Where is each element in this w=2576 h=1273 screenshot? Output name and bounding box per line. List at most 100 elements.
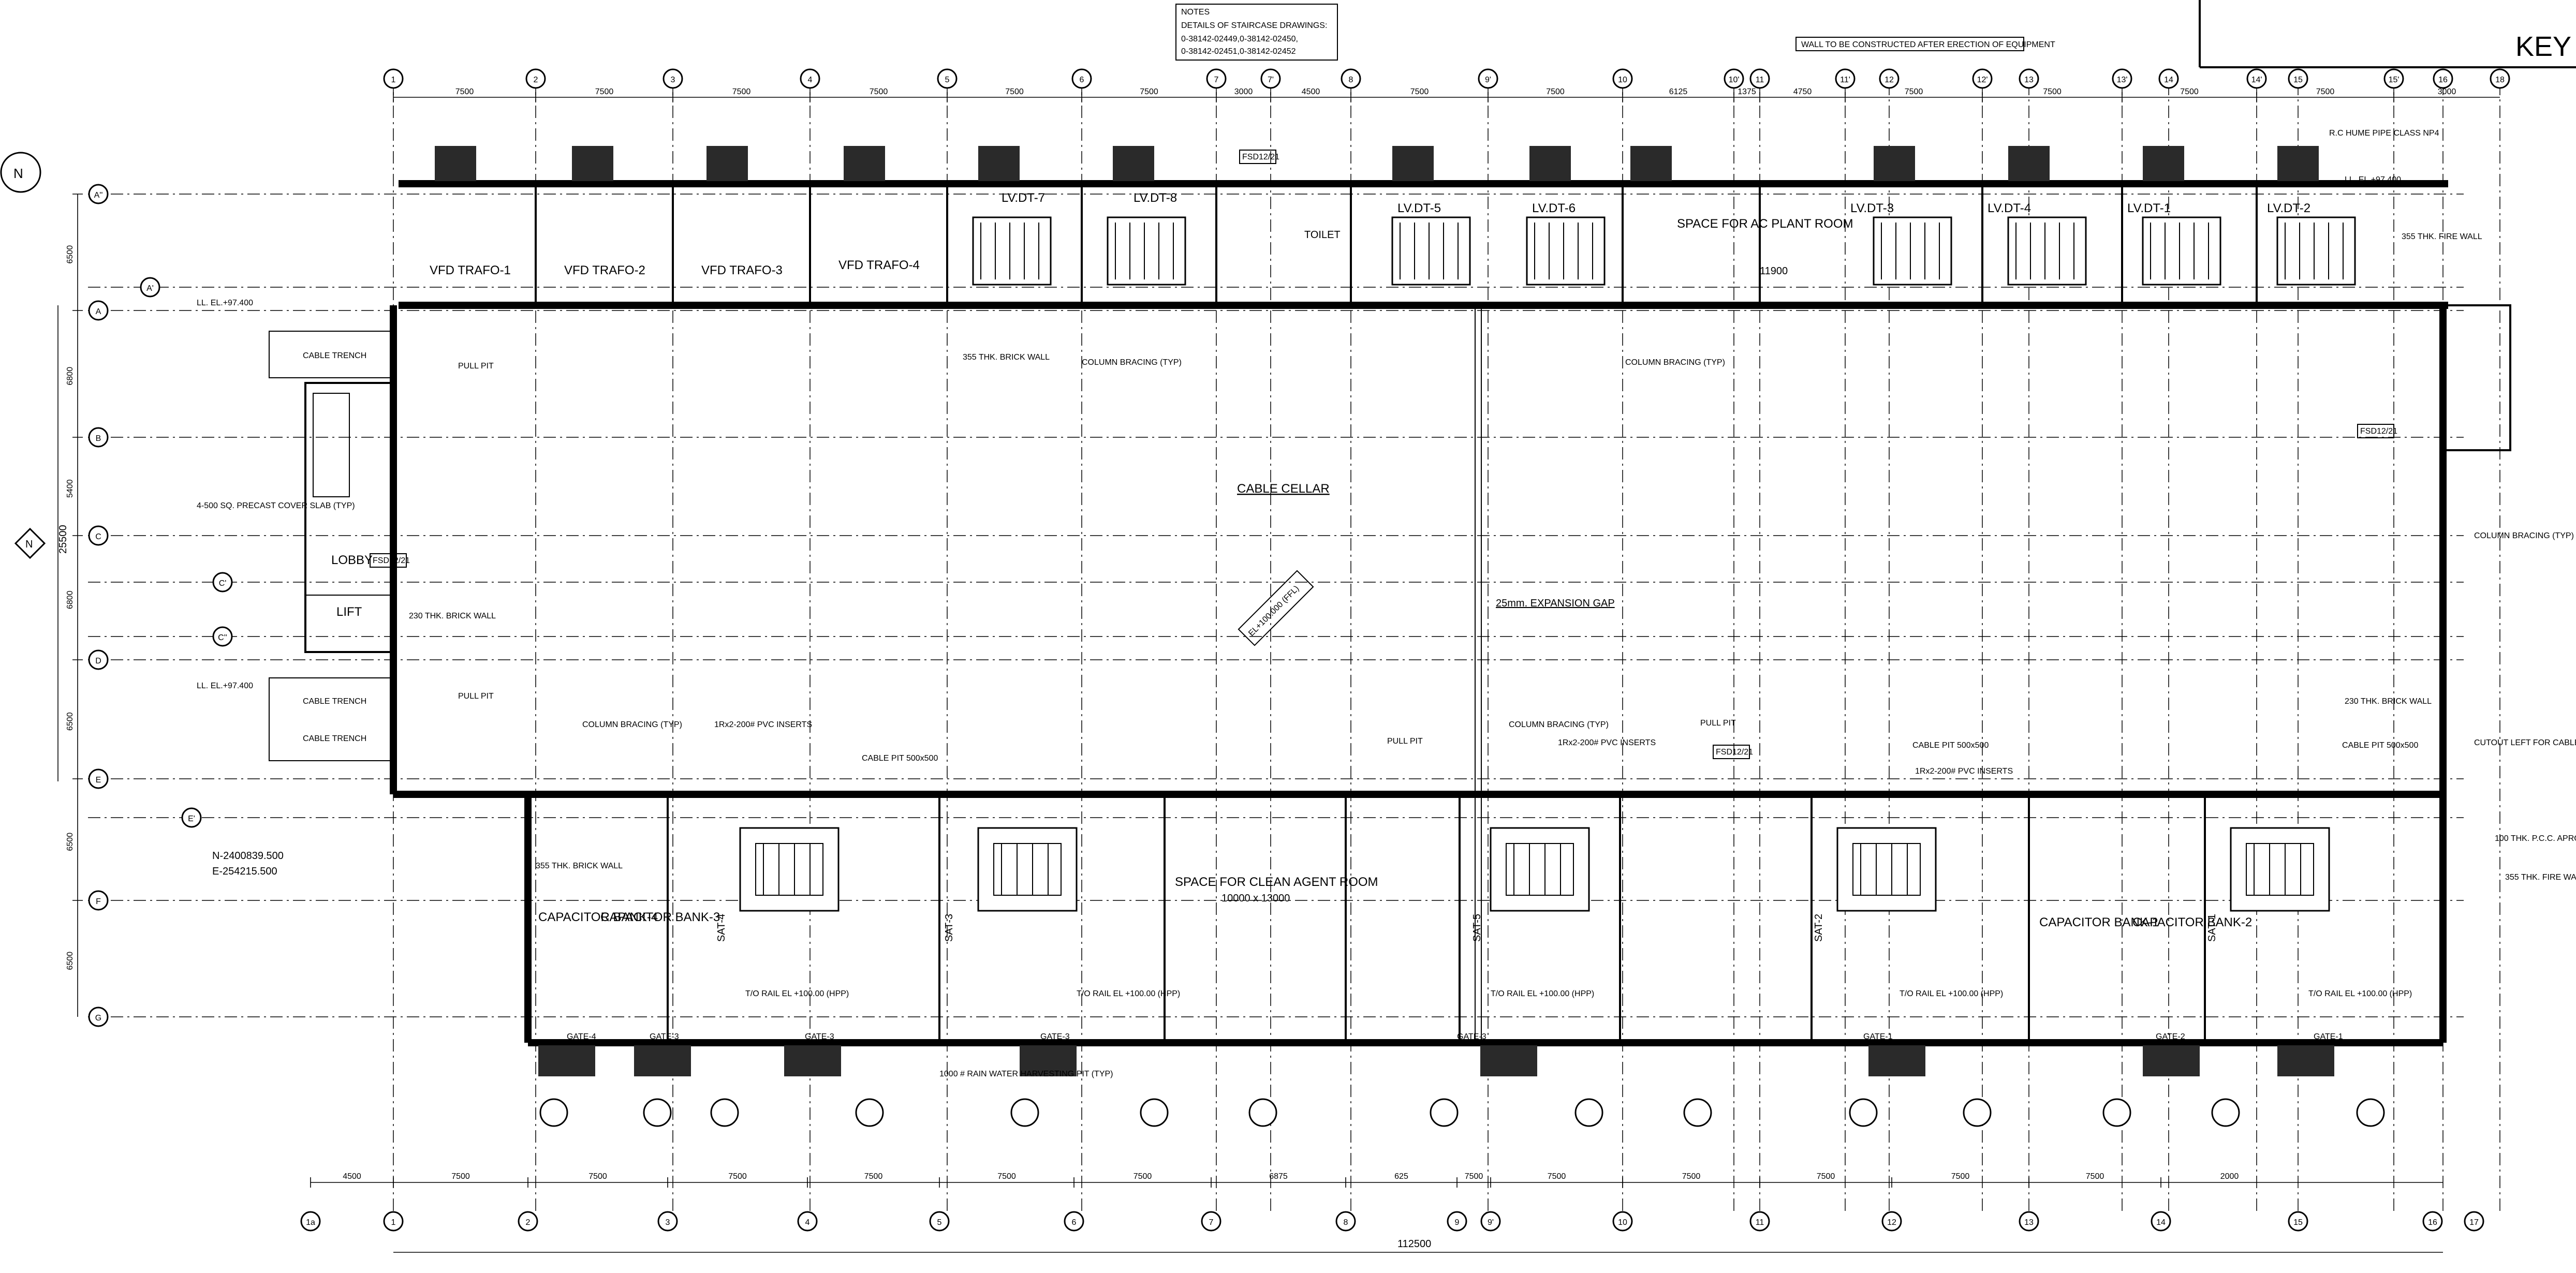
- grid-bubble-bottom-7: 6: [1064, 1211, 1084, 1232]
- room-sat-1: SAT-1: [2206, 914, 2218, 942]
- grid-bubble-label: 7: [1214, 76, 1219, 84]
- grid-bubble-3: 3: [663, 68, 683, 89]
- grid-bubble-label: 12: [1885, 76, 1894, 84]
- grid-bubble-label: 1: [391, 76, 396, 84]
- grid-bubble-16: 12': [1972, 68, 1993, 89]
- grid-bubble-label: 13: [2024, 76, 2034, 84]
- bottom-dim-text: 7500: [864, 1172, 883, 1181]
- grid-bubble-label: 3: [671, 76, 675, 84]
- grid-bubble-6: 6: [1071, 68, 1092, 89]
- brick-wall-355-label-2: 355 THK. BRICK WALL: [536, 862, 623, 870]
- room-vfd-trafo-4: VFD TRAFO-4: [838, 258, 920, 272]
- fire-wall-top: 355 THK. FIRE WALL: [2402, 232, 2482, 241]
- bottom-room-labels: CAPACITOR BANK-4 CAPACITOR BANK-3 SAT-4 …: [538, 875, 2252, 942]
- top-dim-text: 7500: [595, 87, 614, 96]
- wall-note-text: WALL TO BE CONSTRUCTED AFTER ERECTION OF…: [1801, 40, 2055, 49]
- left-total-text: 25500: [57, 525, 69, 554]
- cable-pit-2: CABLE PIT 500x500: [1912, 741, 1989, 750]
- row-bubble-4: B: [88, 427, 109, 448]
- row-bubble-label: E': [188, 815, 195, 823]
- gate-1b-label: GATE-1: [2314, 1032, 2343, 1041]
- grid-bubble-label: 15': [2389, 76, 2400, 84]
- grid-bubble-bottom-5: 4: [797, 1211, 818, 1232]
- row-bubble-12: G: [88, 1006, 109, 1027]
- grid-bubble-bottom-label: 9': [1488, 1218, 1494, 1227]
- room-lv-dt-3: LV.DT-3: [1850, 201, 1894, 215]
- grid-bubble-9: 8: [1341, 68, 1361, 89]
- pull-pit-4: PULL PIT: [1387, 737, 1423, 746]
- column-bracing-1: COLUMN BRACING (TYP): [582, 720, 682, 729]
- row-bubble-label: F: [96, 897, 101, 906]
- gate-opening: [2143, 1045, 2200, 1076]
- grid-bubble-11: 10: [1612, 68, 1633, 89]
- grid-bubble-bottom-label: 1: [391, 1218, 396, 1227]
- left-dim-text: 6500: [66, 952, 75, 970]
- grid-bubble-19: 14: [2158, 68, 2179, 89]
- pvc-inserts-3: 1Rx2-200# PVC INSERTS: [1915, 767, 2013, 776]
- gate-opening: [1480, 1045, 1537, 1076]
- grid-bubble-bottom-10: 9: [1447, 1211, 1467, 1232]
- pit: [1574, 1098, 1603, 1127]
- grid-bubble-bottom-label: 8: [1344, 1218, 1348, 1227]
- pull-pit-2: PULL PIT: [458, 692, 494, 701]
- notes-line-1: DETAILS OF STAIRCASE DRAWINGS:: [1181, 21, 1327, 30]
- cable-pit-3: CABLE PIT 500x500: [2342, 741, 2418, 750]
- lv-panel: [2007, 216, 2087, 286]
- pit: [1140, 1098, 1169, 1127]
- transformer-bays-top: [435, 146, 2319, 181]
- room-vfd-trafo-2: VFD TRAFO-2: [564, 263, 645, 277]
- transformer-bay: [706, 146, 748, 181]
- grid-bubble-label: 9': [1485, 76, 1491, 84]
- grid-bubble-bottom-14: 12: [1881, 1211, 1902, 1232]
- room-vfd-trafo-3: VFD TRAFO-3: [701, 263, 783, 277]
- overall-dimension: 112500: [393, 1238, 2443, 1253]
- grid-bubble-1: 1: [383, 68, 404, 89]
- notes-line-3: 0-38142-02451,0-38142-02452: [1181, 47, 1296, 56]
- transformer-bay: [1392, 146, 1434, 181]
- coord-north: N-2400839.500: [212, 850, 284, 862]
- row-bubble-11: F: [88, 890, 109, 911]
- top-dim-text: 7500: [2180, 87, 2199, 96]
- rc-hume-pipe: R.C HUME PIPE CLASS NP4: [2329, 129, 2439, 138]
- pit: [1248, 1098, 1277, 1127]
- lv-panel: [972, 216, 1052, 286]
- sat-transformer: [1836, 827, 1937, 912]
- grid-bubble-18: 13': [2112, 68, 2132, 89]
- room-capacitor-bank-3: CAPACITOR BANK-3: [600, 910, 720, 924]
- fsd-tag-1: FSD12/21: [1242, 153, 1279, 161]
- transformer-bay: [1874, 146, 1915, 181]
- lv-panel-equipment: [972, 216, 2356, 286]
- room-sat-2: SAT-2: [1813, 914, 1824, 942]
- sat-transformer-equipment: [739, 827, 2330, 912]
- room-capacitor-bank-2: CAPACITOR BANK-2: [2132, 915, 2252, 929]
- top-dim-text: 4500: [1302, 87, 1320, 96]
- pit: [855, 1098, 884, 1127]
- grid-bubble-bottom-3: 2: [518, 1211, 538, 1232]
- gate-opening: [538, 1045, 595, 1076]
- grid-bubble-label: 14: [2164, 76, 2173, 84]
- row-bubble-label: A: [96, 307, 101, 316]
- top-dim-text: 6125: [1669, 87, 1688, 96]
- grid-bubble-bottom-9: 8: [1335, 1211, 1356, 1232]
- left-dim-text: 6500: [66, 833, 75, 851]
- pit: [1963, 1098, 1992, 1127]
- overall-dim-text: 112500: [1397, 1238, 1431, 1250]
- row-bubble-label: C: [95, 532, 101, 541]
- grid-bubble-bottom-2: 1: [383, 1211, 404, 1232]
- gate-1a-label: GATE-1: [1863, 1032, 1893, 1041]
- bottom-dim-text: 7500: [1465, 1172, 1483, 1181]
- row-bubble-2: A': [140, 277, 160, 298]
- rail-note-3: T/O RAIL EL +100.00 (HPP): [1491, 989, 1594, 998]
- pit: [1849, 1098, 1878, 1127]
- notes-title: NOTES: [1181, 8, 1210, 17]
- rail-note-5: T/O RAIL EL +100.00 (HPP): [2308, 989, 2412, 998]
- cable-trench-label-2: CABLE TRENCH: [303, 697, 366, 706]
- row-bubble-label: D: [95, 657, 101, 665]
- room-lv-dt-7: LV.DT-7: [1002, 191, 1045, 205]
- room-sat-3: SAT-3: [944, 914, 955, 942]
- pit: [1010, 1098, 1039, 1127]
- grid-bubble-21: 15: [2288, 68, 2308, 89]
- grid-bubble-label: 18: [2495, 76, 2505, 84]
- bottom-dim-text: 7500: [728, 1172, 747, 1181]
